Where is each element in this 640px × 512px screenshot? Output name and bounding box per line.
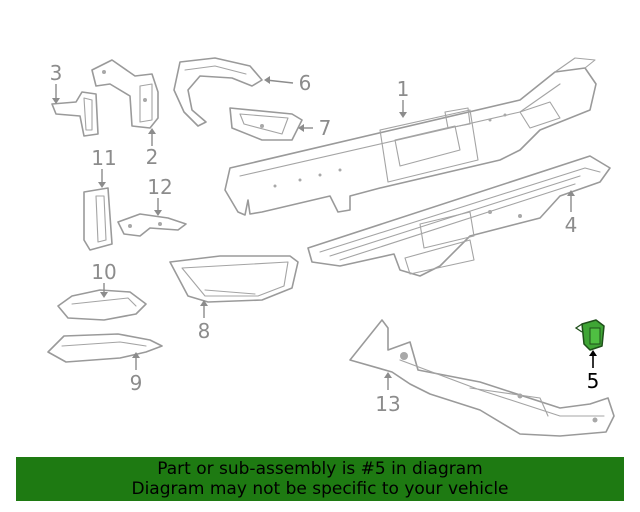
callout-4: 4 (565, 190, 578, 237)
callout-9: 9 (130, 352, 143, 395)
callout-10: 10 (91, 260, 117, 298)
part-7-end-bracket[interactable] (229, 107, 303, 141)
callout-6: 6 (264, 71, 311, 95)
callout-5: 5 (587, 350, 600, 393)
banner-line-part-number: Part or sub-assembly is #5 in diagram (157, 459, 483, 479)
part-12-bracket[interactable] (117, 213, 187, 237)
callout-number: 12 (147, 175, 172, 199)
callout-number: 2 (146, 145, 159, 169)
callout-number: 6 (299, 71, 312, 95)
part-10-step-pad[interactable] (57, 289, 147, 321)
callout-number-highlighted: 5 (587, 369, 600, 393)
callout-11: 11 (91, 146, 117, 188)
callout-number: 7 (319, 116, 332, 140)
part-6-end-cap[interactable] (173, 57, 263, 127)
callout-number: 4 (565, 213, 578, 237)
part-8-end-cap[interactable] (169, 255, 299, 303)
exploded-parts-diagram: 1 2 3 4 5 6 7 8 9 10 (47, 57, 615, 437)
callout-number: 1 (397, 77, 410, 101)
part-1-bumper-face-bar[interactable] (224, 57, 597, 216)
part-3-bracket[interactable] (51, 91, 99, 137)
part-11-bracket[interactable] (83, 187, 113, 251)
part-4-step-pad[interactable] (307, 155, 611, 277)
part-2-bracket[interactable] (91, 59, 159, 129)
part-5-clip[interactable] (574, 319, 605, 351)
part-13-hitch[interactable] (349, 319, 615, 437)
callout-12: 12 (147, 175, 173, 216)
callout-number: 13 (375, 392, 400, 416)
callout-1: 1 (397, 77, 410, 118)
callout-2: 2 (146, 128, 159, 169)
part-9-step[interactable] (47, 333, 163, 363)
callout-number: 9 (130, 371, 143, 395)
callout-3: 3 (50, 61, 63, 104)
callout-7: 7 (298, 116, 331, 140)
callout-number: 8 (198, 319, 211, 343)
callout-number: 11 (91, 146, 116, 170)
callout-13: 13 (375, 372, 401, 416)
banner-line-disclaimer: Diagram may not be specific to your vehi… (131, 479, 509, 499)
highlight-info-banner: Part or sub-assembly is #5 in diagram Di… (16, 457, 624, 501)
callout-number: 10 (91, 260, 116, 284)
callout-8: 8 (198, 300, 211, 343)
callout-number: 3 (50, 61, 63, 85)
